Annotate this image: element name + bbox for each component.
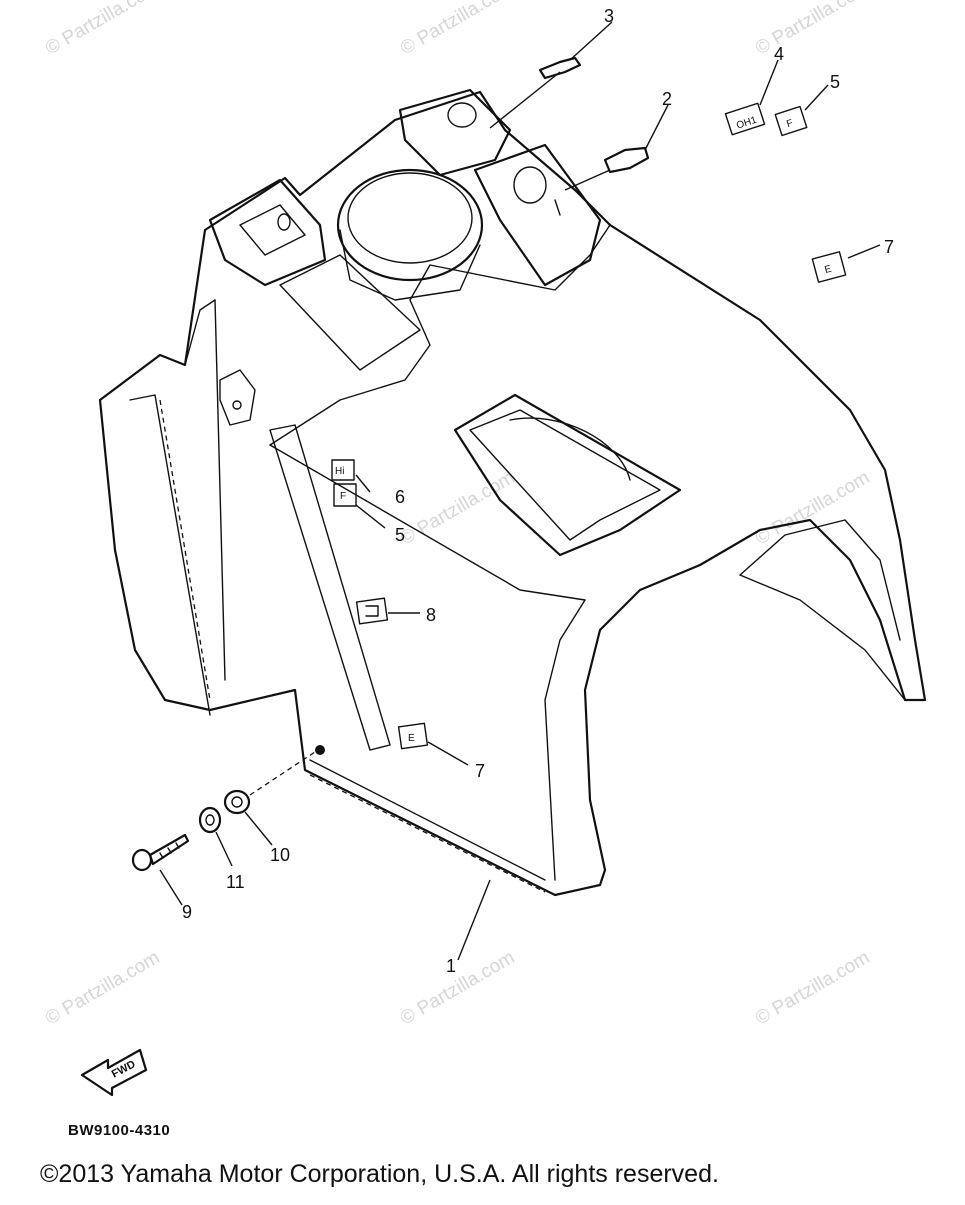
watermark: © Partzilla.com (752, 947, 873, 1029)
front-cover-body (98, 90, 927, 897)
callout-4: 4 (774, 44, 784, 64)
callout-3: 3 (604, 6, 614, 26)
decal-6: Hi (331, 459, 371, 493)
callout-9: 9 (182, 902, 192, 922)
callout-7-top: 7 (884, 237, 894, 257)
part-9-screw (131, 833, 190, 906)
callout-8: 8 (426, 605, 436, 625)
callout-7-side: 7 (475, 761, 485, 781)
gauge-ring (336, 168, 484, 301)
decal-7-side: E (397, 722, 469, 766)
decal-7-top-label: E (823, 264, 833, 276)
decal-8 (355, 597, 420, 625)
decal-7-side-label: E (408, 733, 415, 744)
decal-4-label: OH1 (735, 115, 758, 132)
watermark: © Partzilla.com (397, 0, 518, 59)
callout-11: 11 (226, 872, 245, 892)
part-3-cap (489, 21, 613, 129)
fwd-arrow: FWD (80, 1048, 148, 1097)
decal-5-top-label: F (785, 118, 794, 130)
watermark: © Partzilla.com (752, 467, 873, 549)
callout-5-side: 5 (395, 525, 405, 545)
part-11-washer (198, 806, 233, 867)
watermarks: © Partzilla.com © Partzilla.com © Partzi… (42, 0, 873, 1029)
fastener-axis-line (249, 751, 316, 796)
decal-5-top: F (774, 84, 829, 137)
callout-1: 1 (446, 956, 456, 976)
decal-7-top: E (811, 244, 881, 283)
callout-5-top: 5 (830, 72, 840, 92)
instrument-pod-left (208, 178, 421, 371)
watermark: © Partzilla.com (42, 0, 163, 59)
callout-10: 10 (270, 845, 290, 865)
decal-4: OH1 (724, 59, 779, 136)
decal-6-label: Hi (335, 466, 344, 477)
decal-5-side-label: F (340, 491, 346, 502)
fuel-cap-opening (453, 393, 682, 557)
part-2-cap (564, 104, 669, 191)
callout-2: 2 (662, 89, 672, 109)
diagram-code: BW9100-4310 (68, 1122, 170, 1139)
decal-5-side: F (333, 483, 386, 529)
part-1-leader (457, 879, 491, 961)
callout-6: 6 (395, 487, 405, 507)
callout-numbers: 3 2 4 5 7 6 5 8 7 10 11 9 1 (182, 6, 894, 976)
watermark: © Partzilla.com (397, 467, 518, 549)
copyright-notice: ©2013 Yamaha Motor Corporation, U.S.A. A… (40, 1160, 719, 1188)
instrument-pod-right (398, 88, 602, 287)
watermark: © Partzilla.com (42, 947, 163, 1029)
watermark: © Partzilla.com (752, 0, 873, 59)
part-10-washer (223, 789, 273, 846)
